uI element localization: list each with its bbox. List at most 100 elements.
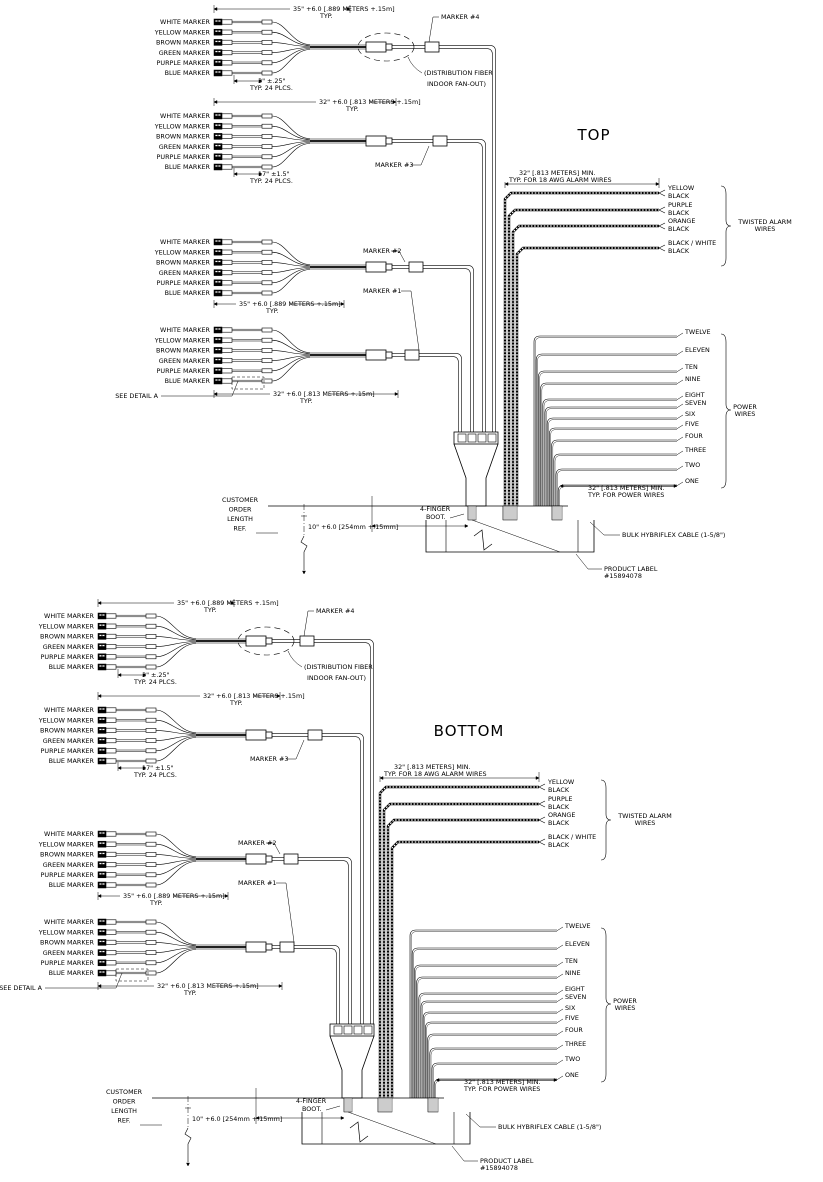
connector-boot xyxy=(105,633,117,639)
power-end xyxy=(676,403,684,408)
dimension-sub: TYP. xyxy=(265,307,279,315)
fiber-route xyxy=(423,265,474,432)
power-wire-label: FIVE xyxy=(565,1014,579,1022)
power-wire-label: SIX xyxy=(565,1004,576,1012)
fiber-fanout xyxy=(271,356,311,372)
alarm-pair xyxy=(390,840,539,1098)
marker-number-label: MARKER #1 xyxy=(238,879,276,887)
connector-boot xyxy=(105,613,117,619)
connector-window xyxy=(215,368,218,371)
dimension-sub: TYP. xyxy=(203,606,217,614)
power-dimension-sub: TYP. FOR POWER WIRES xyxy=(463,1085,540,1093)
marker-tube xyxy=(145,748,157,754)
connector xyxy=(97,653,107,661)
power-end xyxy=(556,1018,564,1023)
power-brace xyxy=(600,927,612,1083)
fiber-fanout xyxy=(155,843,197,858)
arrowhead xyxy=(371,524,376,528)
arrowhead xyxy=(97,984,102,988)
boot-finger xyxy=(457,433,467,443)
bulk-cable-body xyxy=(425,520,595,553)
breakout-neck xyxy=(385,137,393,145)
marker-label: GREEN MARKER xyxy=(159,357,211,365)
power-end xyxy=(676,332,684,337)
pigtail-dimension: 17" ±1.5" xyxy=(142,764,174,772)
connector xyxy=(97,949,107,956)
connector xyxy=(97,881,107,889)
marker-tube xyxy=(261,60,273,66)
marker-label: WHITE MARKER xyxy=(160,238,211,246)
alarm-pair xyxy=(378,785,539,1098)
connector-window xyxy=(215,348,218,351)
leader xyxy=(449,513,465,519)
fiber-fanout xyxy=(271,267,311,273)
fiber-fanout xyxy=(155,861,197,886)
marker-label: BLUE MARKER xyxy=(165,163,211,171)
power-wire-label: NINE xyxy=(565,969,580,977)
boot-label: 4-FINGER xyxy=(420,505,451,513)
connector xyxy=(213,39,223,46)
fiber-fanout xyxy=(271,143,311,168)
arrowhead xyxy=(673,484,678,488)
arrowhead xyxy=(346,7,351,11)
marker-number-label: MARKER #2 xyxy=(238,839,276,847)
power-wire-label: TEN xyxy=(684,363,698,371)
marker-label: GREEN MARKER xyxy=(159,269,211,277)
connector xyxy=(97,663,107,671)
marker-sleeve xyxy=(299,635,315,647)
marker-tube xyxy=(145,940,157,945)
arrowhead xyxy=(97,601,102,605)
alarm-end xyxy=(538,841,546,846)
power-group-label: POWER xyxy=(613,997,637,1005)
alarm-end xyxy=(538,800,546,805)
connector xyxy=(97,757,107,765)
product-label: PRODUCT LABEL xyxy=(480,1157,534,1165)
pigtail-dimension-sub: TYP. 24 PLCS. xyxy=(133,771,177,779)
bulk-cable-label: BULK HYBRIFLEX CABLE (1-5/8") xyxy=(622,531,725,539)
breakout-body xyxy=(365,135,387,147)
boot-label: BOOT. xyxy=(302,1105,322,1113)
power-wire xyxy=(548,419,677,506)
fanout-label: INDOOR FAN-OUT) xyxy=(307,674,366,682)
connector xyxy=(213,112,223,120)
alarm-end xyxy=(538,803,546,808)
connector-boot xyxy=(105,707,117,713)
connector-window xyxy=(99,748,102,751)
connector-window xyxy=(99,883,102,885)
fiber-fanout xyxy=(155,833,197,857)
power-wire-label: SIX xyxy=(685,410,696,418)
connector-boot xyxy=(221,164,233,170)
connector-boot xyxy=(105,717,117,723)
marker-tube xyxy=(261,280,273,286)
customer-ref-label: CUSTOMER xyxy=(106,1088,143,1096)
marker-label: WHITE MARKER xyxy=(44,706,95,714)
breakout-neck xyxy=(385,43,393,51)
fiber-fanout xyxy=(155,942,197,947)
connector-window xyxy=(99,832,102,834)
detail-box xyxy=(115,968,149,982)
connector xyxy=(97,747,107,755)
power-wire-label: SEVEN xyxy=(565,993,587,1001)
boot-label: BOOT. xyxy=(426,513,446,521)
connector-window xyxy=(218,240,221,242)
connector-window xyxy=(102,748,105,751)
fiber-route xyxy=(439,45,496,432)
fiber-fanout xyxy=(271,329,311,353)
connector-boot xyxy=(105,882,117,888)
marker-tube xyxy=(145,717,157,723)
marker-tube xyxy=(145,613,157,619)
connector-window xyxy=(218,144,221,147)
alarm-end xyxy=(658,206,666,211)
alarm-pair-twist xyxy=(383,803,539,1098)
dimension-label: 32" +6.0 [.813 METERS +.15m] xyxy=(319,98,421,106)
power-end xyxy=(556,926,564,931)
fiber-fanout xyxy=(271,141,311,147)
connector xyxy=(97,622,107,630)
breakout-body xyxy=(245,853,267,865)
dimension-label: 35" +6.0 [.889 METERS +.15m] xyxy=(177,599,279,607)
alarm-pair-twist xyxy=(508,209,659,506)
connector-window xyxy=(218,124,221,127)
connector-boot xyxy=(105,664,117,670)
